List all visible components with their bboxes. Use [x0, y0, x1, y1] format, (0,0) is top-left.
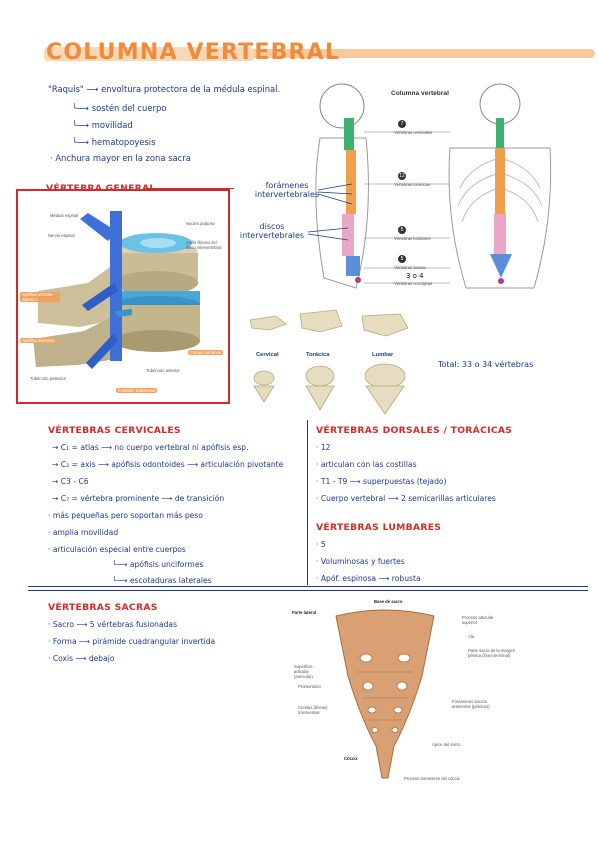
list-item: · amplia movilidad	[48, 528, 119, 537]
lumbares-heading: VÉRTEBRAS LUMBARES	[316, 522, 442, 533]
count-badge: 5	[398, 255, 406, 263]
list-item: · articulación especial entre cuerpos	[48, 545, 186, 554]
corner-arrow-icon: └⟶	[72, 103, 92, 113]
count-badge: 7	[398, 120, 406, 128]
list-item: → C₇ = vértebra prominente ⟶ de transici…	[52, 494, 225, 503]
list-item: → C₂ = axis ⟶ apófisis odontoides ⟶ arti…	[52, 460, 284, 469]
list-item: · Apóf. espinosa ⟶ robusta	[316, 574, 421, 583]
sacro-count-note: 3 o 4	[406, 272, 424, 280]
column-divider	[307, 420, 308, 585]
heading-rule	[144, 188, 234, 189]
section-label-coccigeas: Vértebras coccígeas	[394, 281, 433, 286]
list-item: → C3 - C6	[52, 477, 89, 486]
label-foramenes-sacros: Forámenes sacros anteriores (pélvicos)	[452, 699, 490, 709]
label-medula: Médula espinal	[50, 213, 79, 218]
section-divider	[28, 590, 588, 591]
section-label-lumbares: Vértebras lumbares	[394, 236, 431, 241]
label-foramen-transverso: Foramen transverso	[116, 388, 158, 393]
foramenes-label: forámenes intervertebrales	[254, 181, 320, 199]
label-apice: Ápice del sacro	[432, 742, 461, 747]
list-item: └⟶ apófisis unciformes	[112, 560, 203, 569]
count-badge: 5	[398, 226, 406, 234]
label-ala: Ala	[468, 634, 475, 639]
corner-arrow-icon: └⟶	[72, 120, 92, 130]
label-proceso-transverso: Proceso transverso del cóccix	[404, 776, 460, 781]
label-nucleo: Núcleo pulposo	[186, 221, 215, 226]
vertebra-general-heading: VÉRTEBRA GENERAL	[46, 183, 156, 194]
list-item: └⟶ movilidad	[72, 120, 133, 130]
list-item: · 5	[316, 540, 326, 549]
intro-note: · Anchura mayor en la zona sacra	[50, 153, 191, 163]
raquis-line: "Raquis" ⟶ envoltura protectora de la mé…	[48, 84, 280, 94]
label-crestas: Crestas (líneas) transversas	[298, 705, 328, 715]
list-item: └⟶ sostén del cuerpo	[72, 103, 166, 113]
corner-arrow-icon: └⟶	[112, 560, 130, 569]
type-label-toracica: Torácica	[306, 352, 330, 358]
list-item: └⟶ hematopoyesis	[72, 137, 155, 147]
list-item: · Coxis ⟶ debajo	[48, 654, 115, 663]
section-label-toracicas: Vértebras torácicas	[394, 182, 431, 187]
label-coxis: Cóccix	[344, 756, 358, 761]
sacrum-illustration	[335, 609, 435, 779]
intro-item: sostén del cuerpo	[91, 103, 167, 113]
label-parte-sacra: Parte sacra de la margen pélvica (línea …	[468, 648, 516, 658]
sacras-heading: VÉRTEBRAS SACRAS	[48, 602, 158, 613]
section-divider	[28, 586, 588, 587]
label-apofisis-articular: Apófisis articular superior	[20, 292, 60, 302]
list-item: · Voluminosas y fuertes	[316, 557, 405, 566]
sub-item: escotaduras laterales	[129, 576, 212, 585]
list-item: · articulan con las costillas	[316, 460, 417, 469]
type-label-lumbar: Lumbar	[372, 352, 394, 358]
vertebra-general-illustration	[33, 211, 200, 369]
list-item: → C₁ = atlas ⟶ no cuerpo vertebral ni ap…	[52, 443, 249, 452]
section-label-cervicales: Vértebras cervicales	[394, 130, 432, 135]
arrow-icon: ⟶	[86, 84, 102, 94]
raquis-quote: "Raquis"	[48, 84, 84, 94]
corner-arrow-icon: └⟶	[112, 576, 130, 585]
sub-item: apófisis unciformes	[129, 560, 204, 569]
list-item: · más pequeñas pero soportan más peso	[48, 511, 203, 520]
total-vertebras: Total: 33 o 34 vértebras	[438, 360, 534, 369]
raquis-definition: envoltura protectora de la médula espina…	[101, 84, 281, 94]
list-item: · Cuerpo vertebral ⟶ 2 semicarillas arti…	[316, 494, 496, 503]
vertebra-types-illustration	[249, 309, 409, 415]
cervicales-heading: VÉRTEBRAS CERVICALES	[48, 425, 181, 436]
label-promontorio: Promontorio	[298, 684, 321, 689]
label-apofisis-espinosa: Apófisis espinosa	[20, 338, 57, 343]
label-anillo: Anillo fibroso del disco intervertebral	[186, 240, 222, 250]
list-item: · 12	[316, 443, 331, 452]
list-item: · Forma ⟶ pirámide cuadrangular invertid…	[48, 637, 216, 646]
intro-item: movilidad	[91, 120, 133, 130]
type-label-cervical: Cervical	[256, 352, 279, 358]
vertebra-general-frame	[16, 189, 230, 404]
title-highlight	[250, 49, 595, 58]
spine-illustration	[315, 83, 552, 289]
label-parte-lateral: Parte lateral	[292, 610, 316, 615]
label-tuberculo-posterior: Tubérculo posterior	[30, 376, 66, 381]
count-badge: 12	[398, 172, 406, 180]
title-underlay	[44, 47, 254, 61]
spine-figure-title: Columna vertebral	[391, 90, 449, 97]
list-item: · T1 - T9 ⟶ superpuestas (tejado)	[316, 477, 447, 486]
label-superficie-articular: Superficie articular (auricular)	[294, 664, 313, 679]
label-cuerpo-vertebral: Cuerpo vertebral	[188, 350, 224, 355]
page-title: COLUMNA VERTEBRAL	[46, 40, 341, 65]
section-label-sacras: Vértebras sacras	[394, 265, 426, 270]
discos-label: discos intervertebrales	[239, 222, 305, 240]
intro-item: hematopoyesis	[91, 137, 156, 147]
dorsales-heading: VÉRTEBRAS DORSALES / TORÁCICAS	[316, 425, 513, 436]
list-item: · Sacro ⟶ 5 vértebras fusionadas	[48, 620, 178, 629]
label-nervio: Nervio espinal	[48, 233, 75, 238]
corner-arrow-icon: └⟶	[72, 137, 92, 147]
pointer-lines	[307, 183, 353, 241]
label-base-sacro: Base de sacro	[374, 599, 403, 604]
label-tuberculo-anterior: Tubérculo anterior	[146, 368, 180, 373]
label-proceso-articular: Proceso articular superior	[462, 615, 494, 625]
list-item: └⟶ escotaduras laterales	[112, 576, 212, 585]
